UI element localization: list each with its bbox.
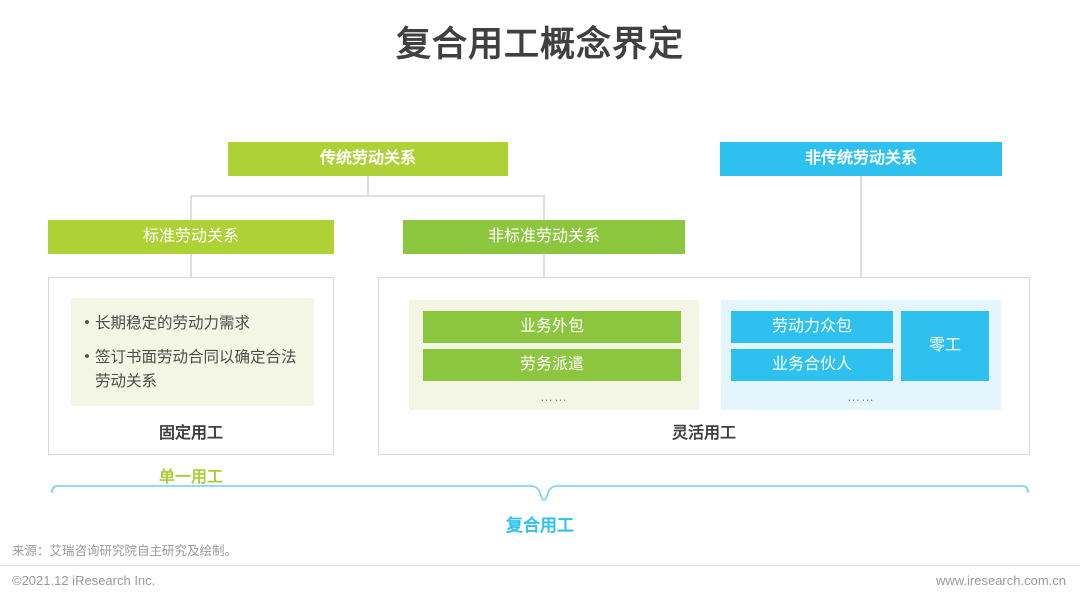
website-url: www.iresearch.com.cn <box>935 573 1066 588</box>
page-title: 复合用工概念界定 <box>395 25 684 64</box>
panel-fixed-employment: • 长期稳定的劳动力需求 • 签订书面劳动合同以确定合法劳动关系 固定用工 <box>48 277 334 455</box>
bullet-text: 长期稳定的劳动力需求 <box>95 315 251 332</box>
group-non-standard-forms: 业务外包 劳务派遣 …… <box>409 300 699 410</box>
source-note: 来源：艾瑞咨询研究院自主研究及绘制。 <box>12 544 238 558</box>
group-non-traditional-forms: 劳动力众包 业务合伙人 零工 …… <box>721 300 1001 410</box>
list-item: • 长期稳定的劳动力需求 <box>79 312 304 336</box>
node-standard-labor-relations[interactable]: 标准劳动关系 <box>48 220 334 254</box>
tag-single-employment: 单一用工 <box>158 469 223 486</box>
list-item: • 签订书面劳动合同以确定合法劳动关系 <box>79 346 304 394</box>
node-non-traditional-labor-relations[interactable]: 非传统劳动关系 <box>720 142 1002 176</box>
panel-flexible-employment: 业务外包 劳务派遣 …… 劳动力众包 业务合伙人 零工 …… 灵活用工 <box>378 277 1030 455</box>
bullet-icon: • <box>84 314 90 331</box>
node-traditional-labor-relations[interactable]: 传统劳动关系 <box>228 142 508 176</box>
panel-label-fixed-employment: 固定用工 <box>158 425 223 442</box>
bullet-text: 签订书面劳动合同以确定合法劳动关系 <box>95 349 297 390</box>
footer-divider <box>0 565 1080 566</box>
copyright-text: ©2021.12 iResearch Inc. <box>12 573 156 588</box>
green-group-ellipsis: …… <box>540 389 568 404</box>
chip-business-partner[interactable]: 业务合伙人 <box>731 349 893 381</box>
chip-business-outsourcing[interactable]: 业务外包 <box>423 311 681 343</box>
node-non-standard-labor-relations[interactable]: 非标准劳动关系 <box>403 220 685 254</box>
bullet-icon: • <box>84 348 90 365</box>
panel-label-flexible-employment: 灵活用工 <box>671 425 736 442</box>
chip-gig-work[interactable]: 零工 <box>901 311 989 381</box>
blue-group-ellipsis: …… <box>847 389 875 404</box>
fixed-bullet-list: • 长期稳定的劳动力需求 • 签订书面劳动合同以确定合法劳动关系 <box>71 298 314 406</box>
chip-labor-dispatch[interactable]: 劳务派遣 <box>423 349 681 381</box>
tag-composite-employment: 复合用工 <box>506 516 574 535</box>
chip-labor-crowdsourcing[interactable]: 劳动力众包 <box>731 311 893 343</box>
